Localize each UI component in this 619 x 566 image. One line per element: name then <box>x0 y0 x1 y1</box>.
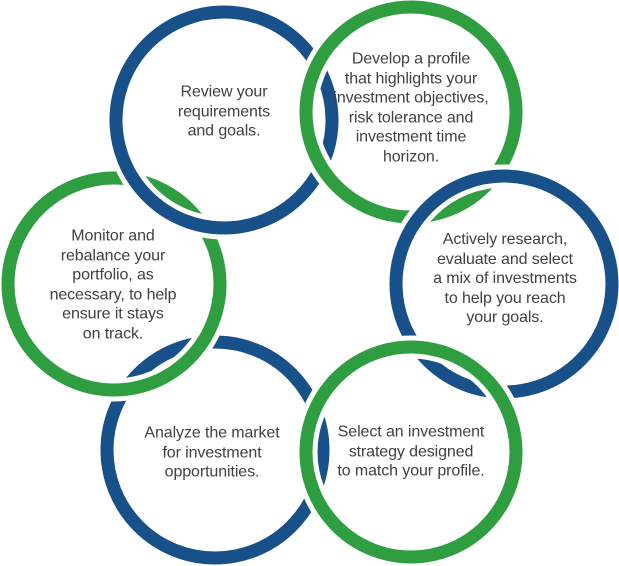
ring-circle-select-strategy <box>299 340 523 564</box>
step-label-select-strategy: Select an investment strategy designed t… <box>337 423 485 480</box>
step-label-review-requirements: Review your requirements and goals. <box>177 83 271 140</box>
ring-review-requirements <box>104 0 344 240</box>
step-label-monitor-rebalance: Monitor and rebalance your portfolio, as… <box>49 227 177 343</box>
ring-circle-monitor-rebalance <box>1 171 227 397</box>
step-label-research-investments: Actively research, evaluate and select a… <box>433 231 577 327</box>
ring-circle-review-requirements <box>109 5 339 235</box>
step-label-analyze-market: Analyze the market for investment opport… <box>144 424 280 481</box>
ring-select-strategy <box>294 335 528 566</box>
ring-monitor-rebalance <box>0 166 232 402</box>
step-label-develop-profile: Develop a profile that highlights your i… <box>333 50 489 166</box>
